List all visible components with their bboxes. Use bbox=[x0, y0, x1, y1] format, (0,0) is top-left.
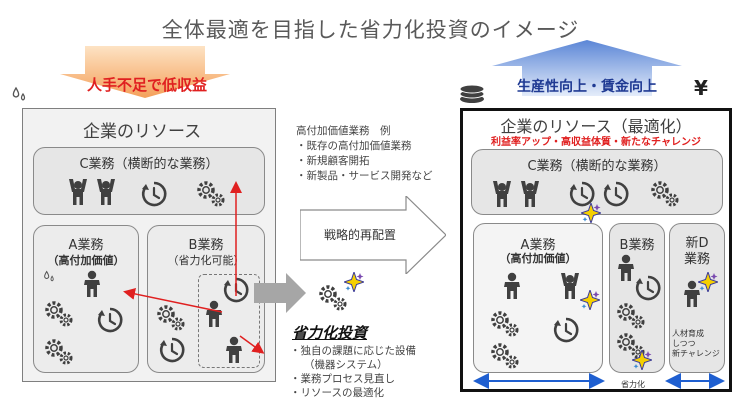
right-b-task-box: B業務 bbox=[609, 223, 665, 373]
high-value-task-examples: 高付加価値業務 例 ・既存の高付加価値業務 ・新規顧客開拓 ・新製品・サービス開… bbox=[296, 124, 433, 184]
up-arrow-banner bbox=[492, 40, 682, 96]
clock-icon bbox=[222, 276, 250, 304]
capacity-arrows bbox=[473, 373, 725, 389]
labor-saving-investment-list: ・独自の課題に応じた設備 （機器システム） ・業務プロセス見直し ・リソースの最… bbox=[290, 344, 416, 400]
worker-icon bbox=[82, 270, 102, 298]
d-task-note-line3: 新チャレンジ bbox=[672, 349, 720, 358]
clock-icon bbox=[634, 274, 662, 302]
d-task-note-line1: 人材育成 bbox=[672, 329, 704, 338]
gears-icon bbox=[42, 336, 74, 366]
right-d-task-box: 新D 業務 人材育成 しつつ 新チャレンジ bbox=[669, 223, 725, 373]
clock-icon bbox=[96, 306, 124, 334]
down-arrow-banner bbox=[60, 46, 230, 98]
left-b-task-box: B業務 （省力化可能） bbox=[147, 225, 265, 373]
left-b-task-title: B業務 bbox=[188, 238, 224, 253]
gears-icon bbox=[614, 300, 646, 330]
page-title: 全体最適を目指した省力化投資のイメージ bbox=[161, 18, 580, 42]
reallocation-dashed-area bbox=[198, 274, 260, 368]
right-d-task-title-line1: 新D bbox=[685, 236, 709, 251]
right-a-task-subtitle: （高付加価値） bbox=[499, 252, 577, 265]
sparkle-icon bbox=[344, 272, 364, 292]
yen-symbol: ¥ bbox=[694, 76, 708, 100]
strategic-reallocation-arrow bbox=[300, 196, 446, 274]
right-c-task-title: C業務（横断的な業務） bbox=[527, 159, 667, 174]
saving-item: ・業務プロセス見直し bbox=[290, 373, 395, 385]
saving-item: ・独自の課題に応じた設備 bbox=[290, 345, 416, 357]
gears-icon bbox=[488, 340, 520, 370]
worker-icon bbox=[204, 300, 224, 328]
left-b-task-subtitle: （省力化可能） bbox=[167, 254, 245, 267]
labor-saving-label: 省力化 bbox=[621, 380, 645, 389]
right-resource-panel: 企業のリソース（最適化） 利益率アップ・高収益体質・新たなチャレンジ C業務（横… bbox=[460, 108, 732, 392]
worker-icon bbox=[224, 336, 244, 364]
saving-item: ・リソースの最適化 bbox=[290, 387, 384, 399]
left-a-task-subtitle: （高付加価値） bbox=[47, 254, 125, 267]
saving-item: （機器システム） bbox=[304, 359, 388, 371]
gears-icon bbox=[154, 302, 186, 332]
left-a-task-box: A業務 （高付加価値） bbox=[33, 225, 139, 373]
worker-icon bbox=[616, 254, 636, 282]
clock-icon bbox=[552, 316, 580, 344]
right-panel-subheader: 利益率アップ・高収益体質・新たなチャレンジ bbox=[491, 137, 701, 148]
gears-icon bbox=[194, 178, 226, 208]
gears-icon bbox=[488, 308, 520, 338]
strategic-reallocation-label: 戦略的再配置 bbox=[323, 228, 396, 242]
right-d-task-title-line2: 業務 bbox=[683, 252, 710, 267]
sweat-drops-icon bbox=[44, 270, 54, 282]
examples-title: 高付加価値業務 例 bbox=[296, 125, 391, 137]
worker-icon bbox=[520, 180, 540, 208]
worker-icon bbox=[492, 180, 512, 208]
right-panel-header: 企業のリソース（最適化） bbox=[500, 117, 692, 136]
gears-icon bbox=[42, 298, 74, 328]
gears-icon bbox=[648, 178, 680, 208]
left-c-task-box: C業務（横断的な業務） bbox=[33, 147, 265, 215]
right-b-task-title: B業務 bbox=[619, 238, 655, 253]
sparkle-icon bbox=[580, 290, 600, 310]
d-task-note-line2: しつつ bbox=[672, 339, 696, 348]
clock-icon bbox=[140, 180, 168, 208]
clock-icon bbox=[602, 180, 630, 208]
worker-icon bbox=[96, 178, 116, 206]
worker-icon bbox=[68, 178, 88, 206]
left-resource-panel: 企業のリソース C業務（横断的な業務） A業務 （高付加価値） B業務 （省力化… bbox=[22, 108, 276, 382]
left-panel-header: 企業のリソース bbox=[83, 122, 202, 142]
labor-saving-investment-title: 省力化投資 bbox=[292, 324, 368, 342]
sparkle-icon bbox=[632, 350, 652, 370]
clock-icon bbox=[158, 336, 186, 364]
sparkle-icon bbox=[581, 203, 601, 223]
sweat-drops-icon bbox=[12, 86, 26, 101]
example-item: ・既存の高付加価値業務 bbox=[296, 140, 412, 152]
example-item: ・新規顧客開拓 bbox=[296, 155, 370, 167]
gray-right-arrow bbox=[254, 273, 306, 313]
right-a-task-title: A業務 bbox=[520, 238, 556, 253]
worker-icon bbox=[502, 272, 522, 300]
left-c-task-title: C業務（横断的な業務） bbox=[79, 157, 219, 172]
right-a-task-box: A業務 （高付加価値） bbox=[473, 223, 603, 373]
example-item: ・新製品・サービス開発など bbox=[296, 170, 433, 182]
worker-icon bbox=[560, 272, 580, 300]
coin-stack-icon bbox=[459, 84, 485, 103]
sparkle-icon bbox=[698, 272, 718, 292]
left-banner-text: 人手不足で低収益 bbox=[86, 76, 207, 94]
right-banner-text: 生産性向上・賃金向上 bbox=[517, 79, 657, 95]
left-a-task-title: A業務 bbox=[68, 238, 104, 253]
